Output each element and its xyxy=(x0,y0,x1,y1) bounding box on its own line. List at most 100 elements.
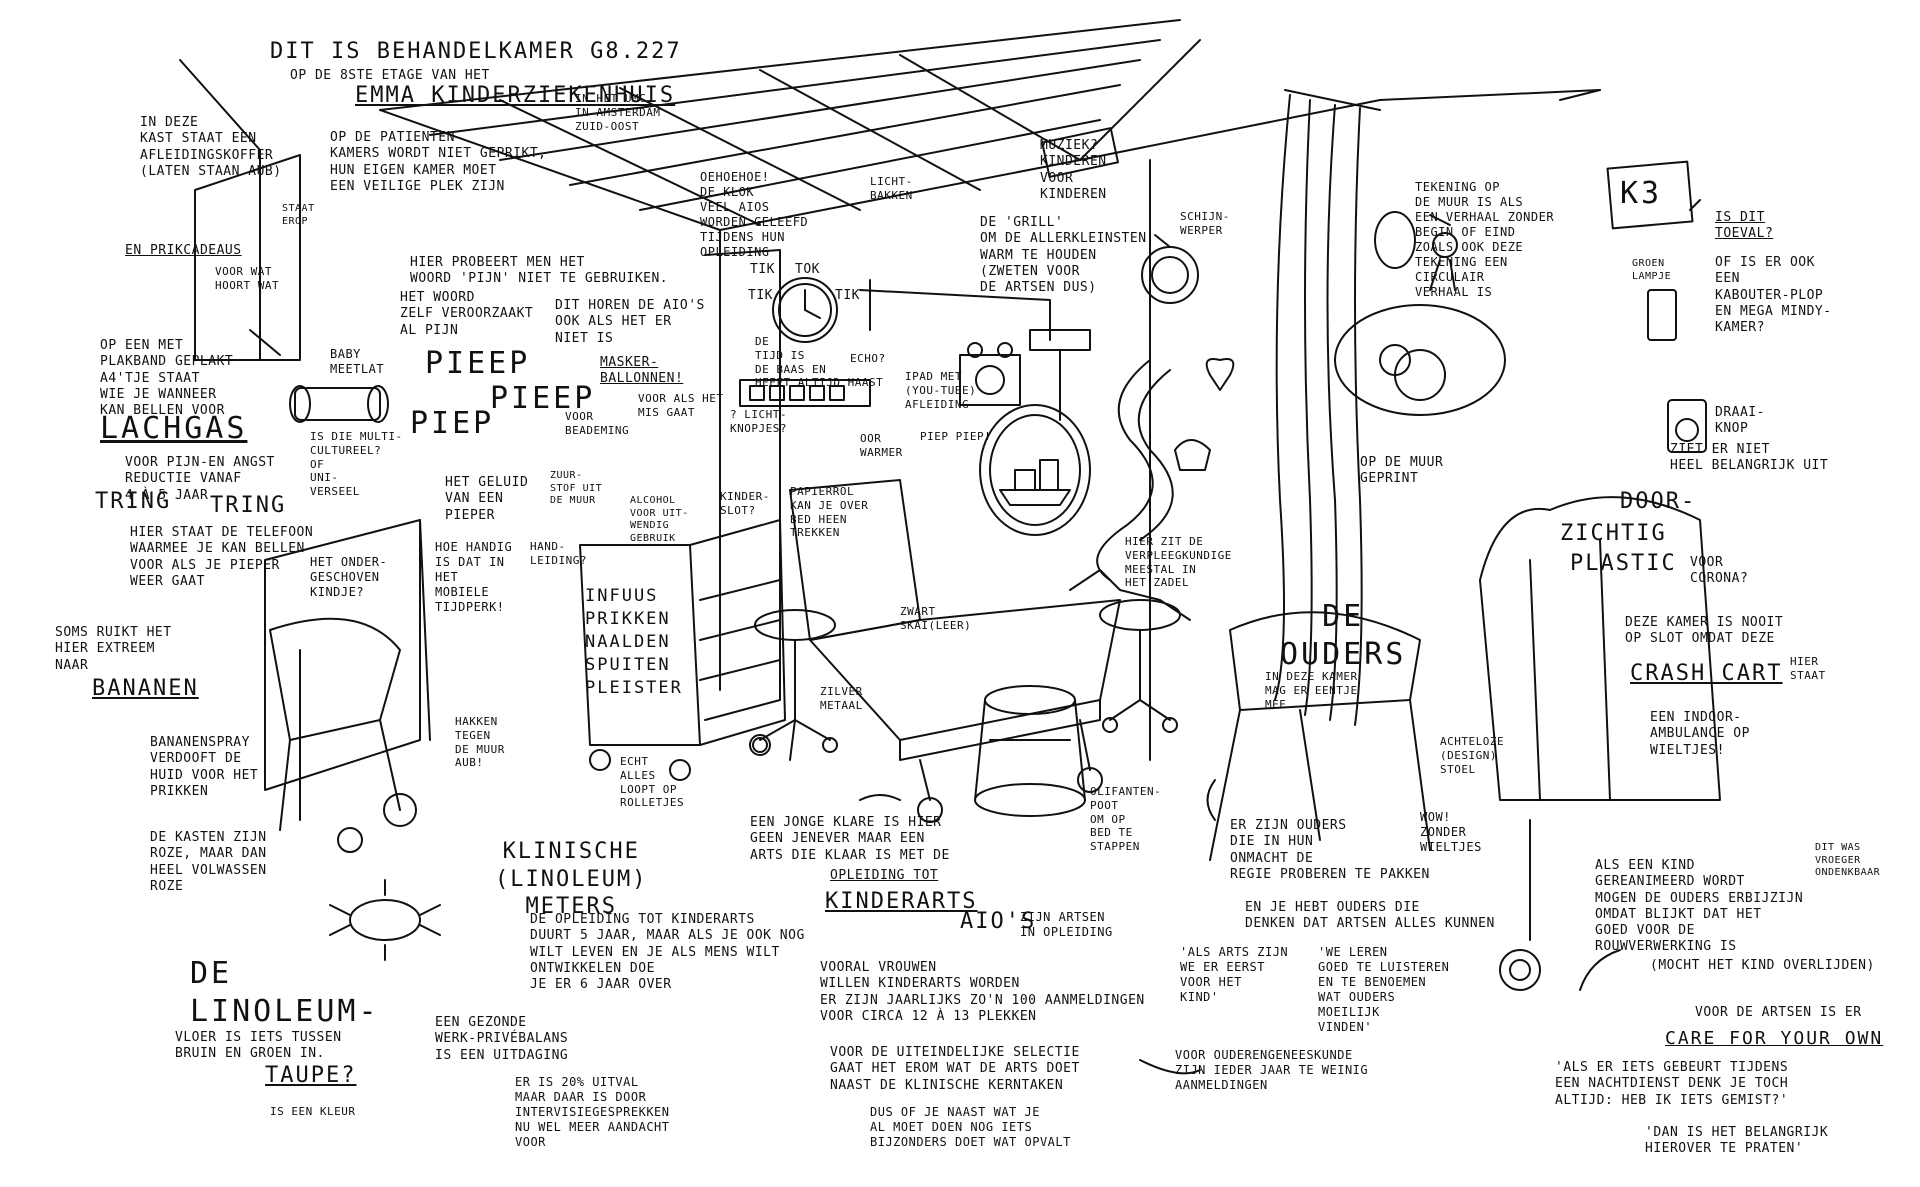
chair-icon xyxy=(269,617,417,853)
note-hoe-handig: HOE HANDIG IS DAT IN HET MOBIELE TIJDPER… xyxy=(435,540,513,614)
tik-3: TIK xyxy=(835,288,860,303)
note-selectie: VOOR DE UITEINDELIJKE SELECTIE GAAT HET … xyxy=(830,1045,1080,1093)
note-ondergeschoven: HET ONDER- GESCHOVEN KINDJE? xyxy=(310,555,388,599)
tall-cabinet xyxy=(704,249,781,721)
label-de-ouders: DE OUDERS xyxy=(1280,599,1407,672)
label-linoleum: DE LINOLEUM- xyxy=(190,956,380,1029)
sound-tring-2: TRING xyxy=(210,493,287,518)
note-zilver: ZILVER METAAL xyxy=(820,685,863,712)
note-indoor: EEN INDOOR- AMBULANCE OP WIELTJES! xyxy=(1650,710,1750,758)
title-line2: OP DE 8STE ETAGE VAN HET xyxy=(290,68,490,83)
note-pijn-angst: VOOR PIJN-EN ANGST REDUCTIE VANAF 4 À 5 … xyxy=(125,455,275,503)
note-alcohol: ALCOHOL VOOR UIT- WENDIG GEBRUIK xyxy=(630,495,689,544)
label-door: DOOR- xyxy=(1620,489,1697,514)
note-je-hebt: EN JE HEBT OUDERS DIE DENKEN DAT ARTSEN … xyxy=(1245,900,1495,932)
clock-icon xyxy=(772,277,838,343)
note-er-zijn-ouders: ER ZIJN OUDERS DIE IN HUN ONMACHT DE REG… xyxy=(1230,818,1430,882)
note-multicultureel: IS DIE MULTI- CULTUREEL? OF UNI- VERSEEL xyxy=(310,430,403,498)
note-bananen-intro: SOMS RUIKT HET HIER EXTREEM NAAR xyxy=(55,625,172,673)
heart-icon xyxy=(1205,358,1235,391)
note-oehoehoe: OEHOEHOE! DE KLOK VEEL AIOS WORDEN GELEE… xyxy=(700,170,809,259)
sound-tring-1: TRING xyxy=(95,489,172,514)
note-olifantenpoot: OLIFANTEN- POOT OM OP BED TE STAPPEN xyxy=(1090,785,1162,853)
note-kinderslot: KINDER- SLOT? xyxy=(720,490,770,517)
tik-2: TOK xyxy=(795,262,820,277)
note-muziek: MUZIEK? KINDEREN VOOR KINDEREN xyxy=(1040,138,1107,202)
stool-icon xyxy=(752,609,838,761)
lamp-icon xyxy=(1141,234,1199,304)
note-draaiknop: DRAAI- KNOP xyxy=(1715,405,1765,437)
note-lachgas: LACHGAS xyxy=(100,411,248,446)
note-prikcadeaus: EN PRIKCADEAUS xyxy=(125,243,242,258)
cat-icon xyxy=(1174,439,1211,471)
note-zijn-artsen: ZIJN ARTSEN IN OPLEIDING xyxy=(1020,910,1113,939)
stool-icon-right xyxy=(1099,599,1181,733)
label-bananen: BANANEN xyxy=(92,676,199,701)
note-echt-alles: ECHT ALLES LOOPT OP ROLLETJES xyxy=(620,755,685,810)
phone-counter xyxy=(264,519,431,791)
note-opleiding: DE OPLEIDING TOT KINDERARTS DUURT 5 JAAR… xyxy=(530,912,805,992)
note-infuus: INFUUS PRIKKEN NAALDEN SPUITEN PLEISTER xyxy=(585,586,683,698)
note-bananenspray: BANANENSPRAY VERDOOFT DE HUID VOOR HET P… xyxy=(150,735,259,799)
note-ipad: IPAD MET (YOU-TUBE) AFLEIDING xyxy=(905,370,977,411)
sound-pieep-2: PIEEP xyxy=(490,381,596,416)
note-echo: ECHO? xyxy=(850,352,886,365)
note-grill: DE 'GRILL' OM DE ALLERKLEINSTEN WARM TE … xyxy=(980,215,1147,295)
note-oorwarmer: OOR WARMER xyxy=(860,432,903,459)
tik-1: TIK xyxy=(750,262,775,277)
note-telefoon: HIER STAAT DE TELEFOON WAARMEE JE KAN BE… xyxy=(130,525,314,589)
note-hakken: HAKKEN TEGEN DE MUUR AUB! xyxy=(455,715,505,770)
note-beademing: VOOR BEADEMING xyxy=(565,410,630,437)
bed xyxy=(789,479,1121,823)
room-structure xyxy=(179,19,1601,761)
note-lichtbakken: LICHT- BAKKEN xyxy=(870,175,913,202)
note-in-deze-kamer: IN DEZE KAMER MAG ER EENTJE MEE xyxy=(1265,670,1358,711)
note-tijd: DE TIJD IS DE BAAS EN HEEFT ALTIJD HAAST xyxy=(755,335,884,390)
note-kleur: IS EEN KLEUR xyxy=(270,1105,356,1118)
label-zichtig: ZICHTIG xyxy=(1560,521,1667,546)
note-kast: IN DEZE KAST STAAT EEN AFLEIDINGSKOFFER … xyxy=(140,115,282,179)
parents-chair xyxy=(1209,611,1431,861)
label-aios: AIO'S xyxy=(960,909,1037,934)
k3-label: K3 xyxy=(1620,176,1663,211)
note-woord-zelf: HET WOORD ZELF VEROORZAAKT AL PIJN xyxy=(400,290,534,338)
note-care-intro: VOOR DE ARTSEN IS ER xyxy=(1695,1005,1862,1020)
note-tekening: TEKENING OP DE MUUR IS ALS EEN VERHAAL Z… xyxy=(1415,180,1555,299)
label-crash-cart: CRASH CART xyxy=(1630,661,1783,686)
note-overlijden: (MOCHT HET KIND OVERLIJDEN) xyxy=(1650,958,1875,973)
tik-4: TIK xyxy=(748,288,773,303)
label-care: CARE FOR YOUR OWN xyxy=(1665,1028,1884,1049)
label-taupe: TAUPE? xyxy=(265,1063,357,1088)
note-vloer: VLOER IS IETS TUSSEN BRUIN EN GROEN IN. xyxy=(175,1030,342,1062)
note-dus-of: DUS OF JE NAAST WAT JE AL MOET DOEN NOG … xyxy=(870,1105,1071,1149)
note-voor-wat: VOOR WAT HOORT WAT xyxy=(215,265,280,292)
note-muur-geprint: OP DE MUUR GEPRINT xyxy=(1360,455,1444,487)
note-handleiding: HAND- LEIDING? xyxy=(530,540,587,567)
note-groen-lampje: GROEN LAMPJE xyxy=(1632,258,1672,282)
note-baby-meetlat: BABY MEETLAT xyxy=(330,347,385,376)
grill-lamp xyxy=(859,279,1091,421)
note-gereanimeerd: ALS EEN KIND GEREANIMEERD WORDT MOGEN DE… xyxy=(1595,858,1804,955)
note-pijn: HIER PROBEERT MEN HET WOORD 'PIJN' NIET … xyxy=(410,255,669,287)
baby-meetlat xyxy=(289,385,389,423)
note-ouderengeneeskunde: VOOR OUDERENGENEESKUNDE ZIJN IEDER JAAR … xyxy=(1175,1048,1369,1092)
green-light xyxy=(1647,289,1677,341)
note-plakband: OP EEN MET PLAKBAND GEPLAKT A4'TJE STAAT… xyxy=(100,338,234,418)
note-piep-piep: PIEP PIEP! xyxy=(920,430,992,443)
quote-belangrijk: 'DAN IS HET BELANGRIJK HIEROVER TE PRATE… xyxy=(1645,1125,1829,1157)
cabinet xyxy=(194,154,301,361)
wall-mural xyxy=(1096,211,1506,581)
note-papierrol: PAPIERROL KAN JE OVER BED HEEN TREKKEN xyxy=(790,485,869,540)
note-aios-horen: DIT HOREN DE AIO'S OOK ALS HET ER NIET I… xyxy=(555,298,705,346)
dial-knob xyxy=(1667,399,1707,453)
label-kinderarts: KINDERARTS xyxy=(825,889,978,914)
quote-nachtdienst: 'ALS ER IETS GEBEURT TIJDENS EEN NACHTDI… xyxy=(1555,1060,1789,1108)
sound-pieep: PIEEP xyxy=(425,346,531,381)
note-masker: MASKER- BALLONNEN! xyxy=(600,355,684,387)
quote-als-arts: 'ALS ARTS ZIJN WE ER EERST VOOR HET KIND… xyxy=(1180,945,1289,1004)
note-toeval: IS DIT TOEVAL? xyxy=(1715,210,1774,242)
note-zuurstof: ZUUR- STOF UIT DE MUUR xyxy=(550,470,603,506)
sparkle xyxy=(329,879,441,961)
note-ziet-er: ZIET ER NIET HEEL BELANGRIJK UIT xyxy=(1670,442,1829,474)
